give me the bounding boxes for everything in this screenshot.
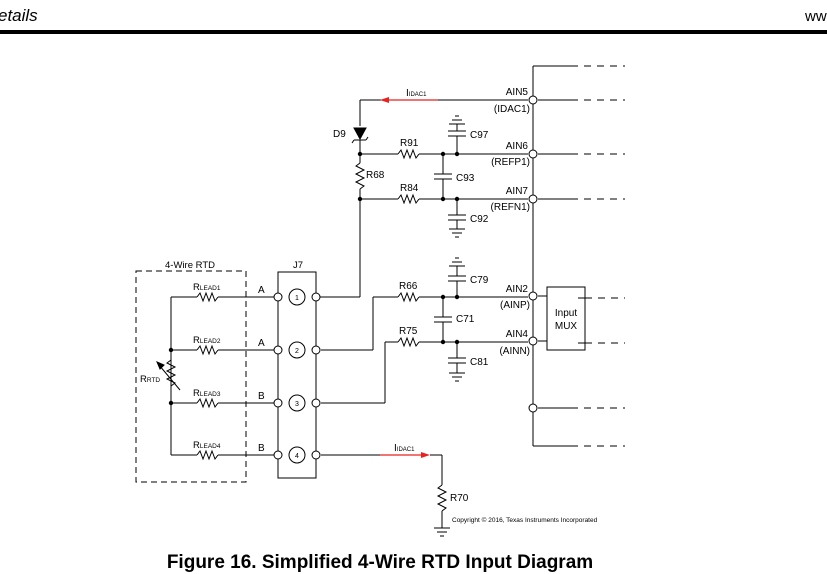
- r68-label: R68: [366, 170, 385, 181]
- d9-diode: [353, 127, 367, 141]
- section-header: etails: [0, 6, 38, 25]
- pin-number-3: 3: [295, 401, 299, 408]
- terminal-letter-3: B: [258, 391, 265, 402]
- c97-label: C97: [470, 130, 489, 141]
- r91-resistor: [397, 148, 420, 160]
- r68-resistor: [354, 162, 366, 190]
- pin-number-1: 1: [295, 295, 299, 302]
- r84-resistor: [397, 193, 420, 205]
- lead2-label: RLEAD2: [193, 335, 221, 346]
- website-header: ww: [805, 8, 827, 25]
- ain7-label: AIN7: [506, 186, 529, 197]
- terminal-letter-4: B: [258, 443, 265, 454]
- ain7-function: (REFN1): [491, 202, 530, 213]
- lead-resistors: [196, 291, 219, 461]
- rtd-box-label: 4-Wire RTD: [165, 260, 215, 271]
- terminal-letter-1: A: [258, 285, 265, 296]
- ain4-label: AIN4: [506, 329, 529, 340]
- mux-label-line2: MUX: [555, 321, 578, 332]
- r66-label: R66: [399, 281, 418, 292]
- j7-connector: [277, 271, 317, 479]
- c92-label: C92: [470, 214, 489, 225]
- figure-caption: Figure 16. Simplified 4-Wire RTD Input D…: [166, 552, 594, 573]
- c81-label: C81: [470, 357, 489, 368]
- junction-dots: [168, 151, 460, 406]
- r75-resistor: [397, 336, 420, 348]
- ain4-function: (AINN): [499, 346, 530, 357]
- lead1-label: RLEAD1: [193, 282, 221, 293]
- terminal-letter-2: A: [258, 338, 265, 349]
- rtd-dashed-box: [135, 270, 247, 483]
- r66-resistor: [397, 291, 420, 303]
- ain2-function: (AINP): [500, 300, 530, 311]
- ain5-function: (IDAC1): [494, 104, 530, 115]
- input-mux-block: [546, 286, 586, 351]
- ain6-label: AIN6: [506, 141, 529, 152]
- r75-label: R75: [399, 326, 418, 337]
- ain6-function: (REFP1): [491, 157, 530, 168]
- idac1-current-arrow-bottom: [380, 452, 430, 458]
- idac1-current-arrow-top: [380, 97, 438, 103]
- r91-label: R91: [400, 138, 419, 149]
- lead3-label: RLEAD3: [193, 388, 221, 399]
- terminal-circles: [273, 95, 538, 464]
- adc-dashed-lines: [571, 65, 625, 447]
- r84-label: R84: [400, 183, 419, 194]
- pin-number-4: 4: [295, 453, 299, 460]
- c93-label: C93: [456, 173, 475, 184]
- current-label-top: IIDAC1: [406, 88, 427, 99]
- pin-number-2: 2: [295, 348, 299, 355]
- ain2-label: AIN2: [506, 284, 529, 295]
- copyright-notice: Copyright © 2016, Texas Instruments Inco…: [452, 516, 598, 524]
- ain5-label: AIN5: [506, 87, 529, 98]
- lead4-label: RLEAD4: [193, 440, 221, 451]
- r70-label: R70: [450, 493, 469, 504]
- r70-resistor: [436, 484, 448, 512]
- c71-label: C71: [456, 314, 475, 325]
- j7-label: J7: [293, 260, 303, 271]
- header-rule: [0, 30, 827, 34]
- d9-label: D9: [333, 129, 346, 140]
- current-label-bottom: IIDAC1: [394, 443, 415, 454]
- c79-label: C79: [470, 275, 489, 286]
- mux-label-line1: Input: [555, 308, 577, 319]
- rtd-label: RRTD: [140, 374, 160, 385]
